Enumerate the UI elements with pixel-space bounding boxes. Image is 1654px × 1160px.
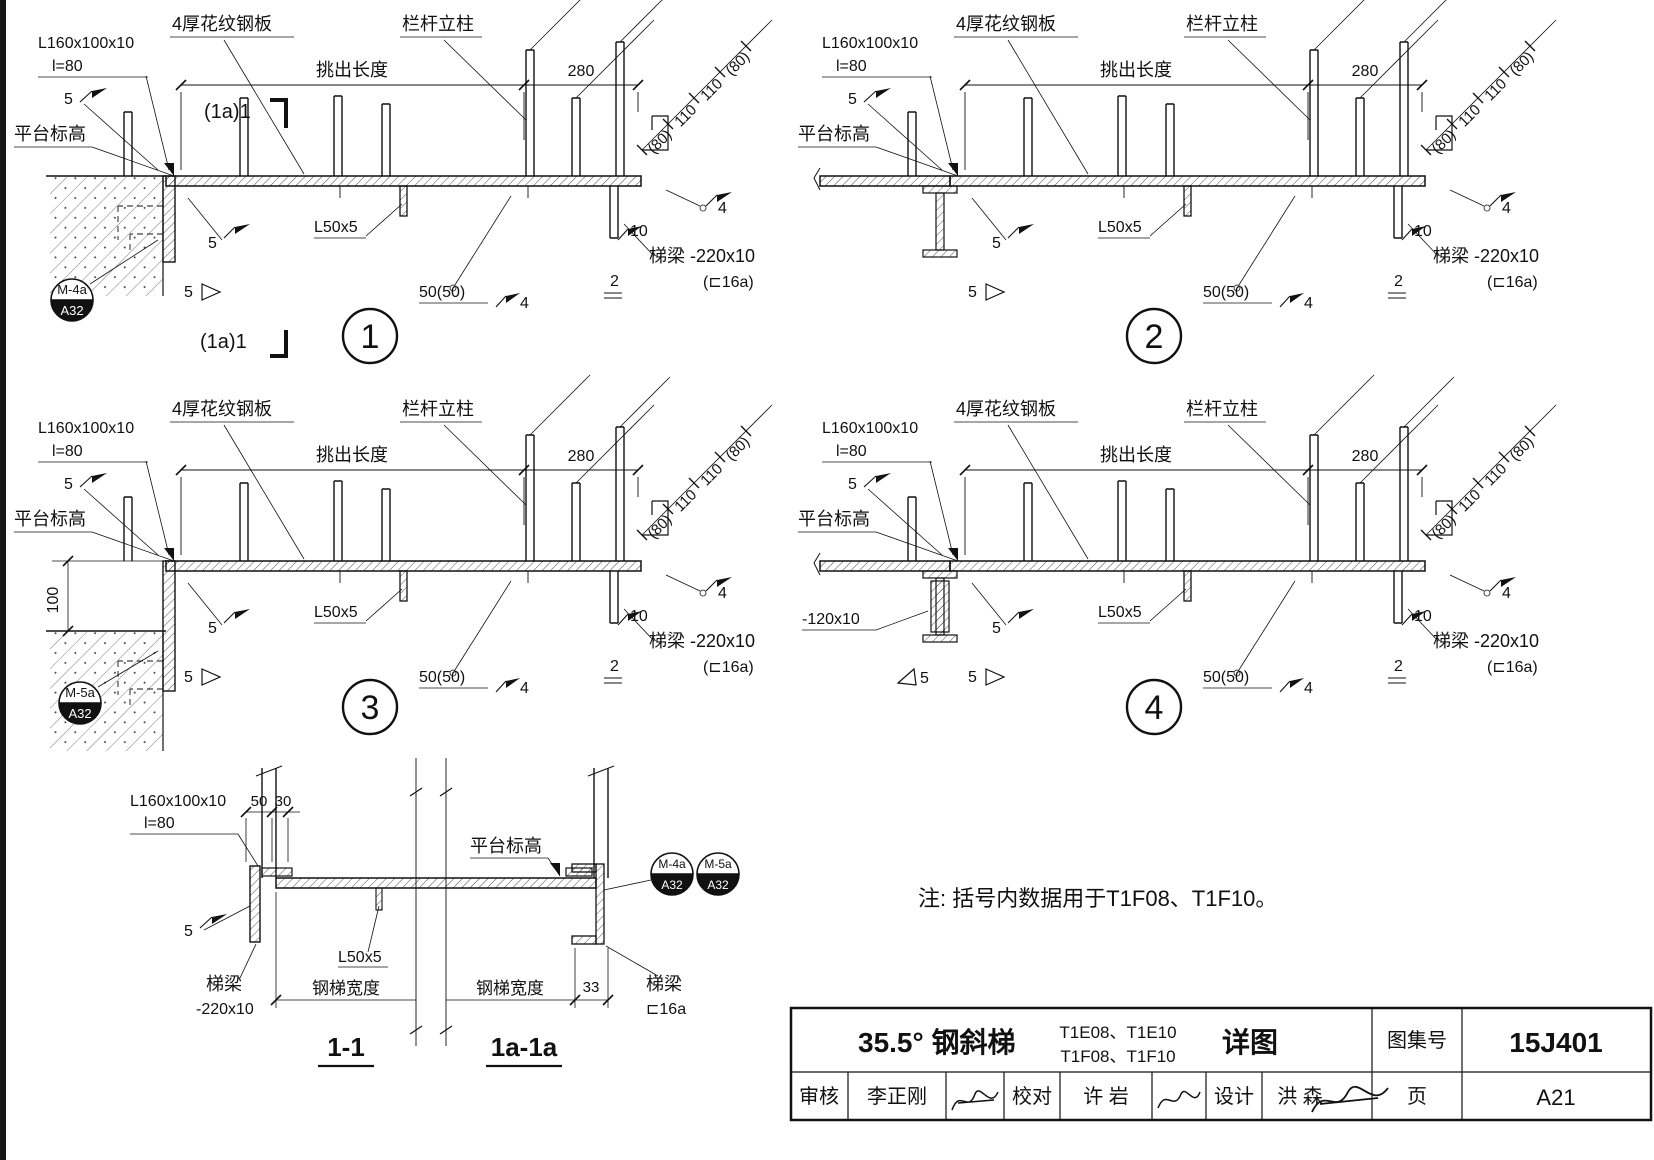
beam-left-line1: 梯梁 [206,974,242,994]
reviewer-label: 审核 [799,1085,839,1108]
section-marker-bottom: (1a)1 [200,331,247,353]
section-marker-top: (1a)1 [204,101,251,123]
open-arrow-channel [896,667,917,686]
designer-name: 洪 森 [1277,1085,1323,1108]
platform-level-label: 平台标高 [470,836,542,856]
title-suffix: 详图 [1222,1026,1278,1058]
angle-label: L160x100x10 [130,793,226,810]
section-title-11: 1-1 [327,1032,365,1062]
section-cut-bottom [270,330,288,358]
stiffener-under-plate [375,887,383,911]
panel-number-text: 4 [1145,689,1164,727]
proof-name: 许 岩 [1083,1085,1129,1108]
note-text: 注: 括号内数据用于T1F08、T1F10。 [918,886,1277,911]
panel-core-use [798,0,1556,312]
panel-number-1: 1 [341,307,399,365]
beam-right-line2: ⊏16a [646,1001,686,1018]
detail-code: M-5a [65,685,95,700]
section-title-1a: 1a-1a [491,1032,558,1062]
edge-channel [813,167,958,258]
title-prefix: 35.5° 钢斜梯 [858,1027,1015,1058]
angle-flange-left [261,867,293,877]
weld-5: 5 [184,923,193,940]
title-models-2: T1F08、T1F10 [1060,1047,1175,1066]
stiffener-label: L50x5 [338,949,382,966]
detail-bubble-m5a: M-5a A32 [58,681,102,725]
detail-panel-2: 2 [798,0,1556,365]
dim-33: 33 [583,979,600,996]
title-block-grid [791,1008,1651,1120]
section-views: 50 30 钢梯宽度 钢梯宽度 33 L160x100x10 l=80 平台标高… [130,758,740,1068]
dim-50-30 [240,806,300,862]
detail-panel-4: -120x10 5 4 [798,375,1556,736]
detail-bubble-m4a: M-4a A32 [50,278,94,322]
concrete-slab [45,175,167,297]
stiffener-plate-label: -120x10 [802,611,860,628]
edge-angle [162,175,176,263]
panel-number-text: 1 [361,318,380,356]
panel-number-text: 2 [1145,318,1164,356]
weld-mark-5 [199,905,251,931]
width-label-right: 钢梯宽度 [476,979,544,998]
width-label-left: 钢梯宽度 [312,979,380,998]
detail-panel-3: 100 M-5a A32 3 [14,375,772,752]
atlas-number: 15J401 [1509,1027,1602,1058]
title-models-1: T1E08、T1E10 [1059,1023,1176,1042]
weld-5-below-channel: 5 [920,670,929,687]
panel-number-text: 3 [361,689,380,727]
signature-scribble-2 [1157,1090,1201,1109]
angle-length-label: l=80 [144,815,175,832]
dim-50: 50 [251,793,268,810]
detail-bubble-m5a: M-5a A32 [696,852,740,896]
page-label: 页 [1407,1086,1427,1108]
dim-30: 30 [275,793,292,810]
atlas-label: 图集号 [1387,1029,1447,1052]
beam-left-line2: -220x10 [196,1001,254,1018]
detail-code: M-4a [57,282,87,297]
angle-flange-right [565,867,593,877]
reviewer-name: 李正刚 [867,1085,927,1108]
dim-100: 100 [45,587,62,614]
signature-scribble-1 [951,1090,999,1111]
level-mark [550,863,560,876]
beam-right-line1: 梯梁 [646,974,682,994]
detail-code: M-5a [704,857,732,871]
section-posts [255,765,615,878]
detail-panel-1: (1a)1 (1a)1 M-4a A32 1 [14,0,772,365]
detail-code: M-4a [658,857,686,871]
stringer-plate-220 [249,865,261,943]
edge-angle-long [162,560,176,692]
panel-number-2: 2 [1125,307,1183,365]
detail-page: A32 [661,878,683,892]
step-dimension-100 [52,555,163,637]
panel-number-3: 3 [341,678,399,736]
signature-scribble-3 [1311,1085,1389,1113]
page-number: A21 [1536,1085,1575,1110]
width-dimensions [270,892,614,1008]
platform-plate-section [275,877,597,889]
panel-core-use [798,375,1556,697]
detail-page: A32 [707,878,729,892]
detail-page: A32 [68,706,91,721]
designer-label: 设计 [1214,1085,1254,1108]
detail-page: A32 [60,303,83,318]
section-cut-top [270,98,288,128]
scan-edge-band [0,0,6,1160]
web-stiffener-120x10 [930,580,950,633]
panel-number-4: 4 [1125,678,1183,736]
title-block: 35.5° 钢斜梯 T1E08、T1E10 T1F08、T1F10 详图 图集号… [789,1006,1653,1122]
proof-label: 校对 [1012,1085,1052,1108]
break-lines [409,758,453,1046]
detail-bubble-m4a: M-4a A32 [650,852,694,896]
